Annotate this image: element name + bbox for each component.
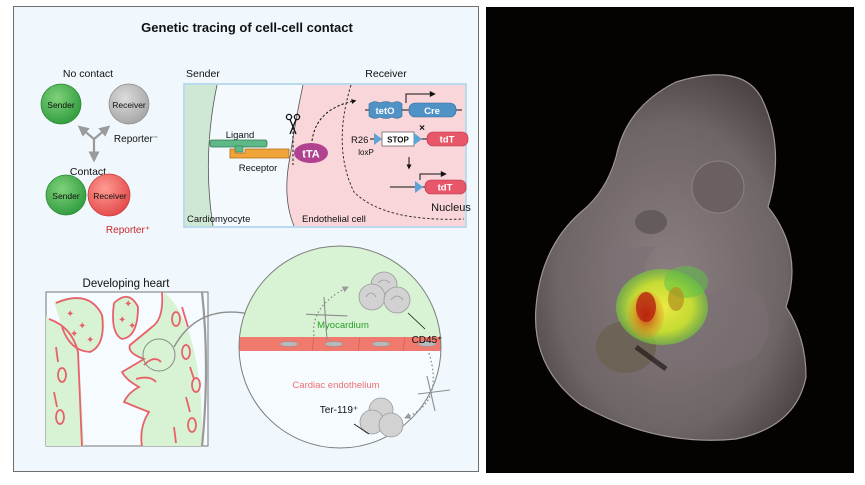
sender-cell-label: Sender (47, 100, 75, 110)
cd45-cells (358, 271, 411, 314)
figure-title: Genetic tracing of cell-cell contact (141, 20, 353, 35)
loxp-label: loxP (358, 148, 374, 157)
branch-arrow-icon (77, 125, 111, 163)
endothelial-region (286, 85, 465, 226)
svg-text:✦: ✦ (86, 335, 94, 346)
loxp-triangle-icon (374, 133, 382, 145)
cardiomyocyte-label: Cardiomyocyte (187, 214, 250, 225)
developing-heart: Developing heart (45, 278, 258, 447)
tdt-label-recombined: tdT (438, 183, 453, 194)
embryo-eye-region (691, 160, 745, 214)
embryo-photo-svg (486, 7, 854, 473)
endothelial-cell-label: Endothelial cell (302, 214, 366, 225)
zoom-region-circle (142, 338, 176, 372)
schematic-panel: Genetic tracing of cell-cell contact No … (13, 6, 479, 472)
blocked-cross-icon (305, 296, 348, 341)
sender-cell-contact (45, 174, 87, 216)
scissors-icon (285, 113, 301, 135)
tta-protein (294, 143, 328, 163)
loxp-triangle-icon (414, 133, 422, 145)
tta-label: tTA (302, 149, 320, 161)
receptor-label: Receptor (239, 163, 278, 174)
contact-schematic: No contact Sender Receiver Reporter⁻ Con… (40, 68, 158, 236)
developing-heart-title: Developing heart (83, 278, 171, 290)
nucleus-boundary (341, 84, 465, 220)
promoter-arrow-icon (405, 91, 436, 103)
mechanism-sender-label: Sender (186, 68, 220, 80)
tissue-detail-circle: CD45⁺ Myocardium Cardiac endothelium Ter… (238, 245, 451, 449)
mechanism-receiver-label: Receiver (365, 68, 407, 80)
teto-label: tetO (376, 106, 395, 117)
receptor-shape (229, 148, 290, 159)
receiver-cell-red (87, 173, 131, 217)
receiver-cell-gray (108, 83, 150, 125)
ter119-label: Ter-119⁺ (320, 405, 358, 416)
svg-text:✦: ✦ (128, 321, 136, 332)
cd45-label: CD45⁺ (412, 335, 443, 346)
mechanism-diagram: Sender Receiver Ligand Receptor tTA tetO (183, 68, 471, 228)
contact-label: Contact (70, 166, 106, 178)
r26-label: R26 (351, 135, 368, 146)
tdt-label: tdT (440, 135, 455, 146)
svg-text:✦: ✦ (70, 329, 78, 340)
receiver-cell-contact-label: Receiver (93, 191, 127, 201)
ter119-cells (359, 397, 404, 438)
cre-gene (408, 102, 457, 118)
sender-cell-contact-label: Sender (52, 191, 80, 201)
reporter-minus-label: Reporter⁻ (114, 134, 158, 145)
trabecular-star-icon: ✦ (66, 309, 74, 320)
cross-mark: × (419, 123, 425, 134)
svg-text:✦: ✦ (118, 315, 126, 326)
tdt-gene-recombined (424, 179, 467, 195)
reporter-plus-label: Reporter⁺ (106, 225, 150, 236)
svg-text:✦: ✦ (78, 321, 86, 332)
nucleus-label: Nucleus (431, 202, 471, 214)
tta-translocation-arrow (311, 99, 357, 142)
tdt-gene (426, 131, 469, 147)
cre-label: Cre (424, 106, 440, 117)
endothelium-label: Cardiac endothelium (292, 380, 379, 391)
schematic-svg: Genetic tracing of cell-cell contact No … (40, 20, 471, 449)
no-contact-label: No contact (63, 68, 113, 80)
teto-element (368, 101, 403, 119)
svg-text:✦: ✦ (124, 299, 132, 310)
blocked-cross-icon (417, 375, 451, 412)
fluorescent-heart (616, 266, 708, 345)
promoter-arrow-icon (419, 171, 447, 180)
sender-cell (40, 83, 82, 125)
receiver-cell-label: Receiver (112, 100, 146, 110)
embryo-photo (486, 7, 854, 473)
blocked-migration-arrow-icon (312, 286, 349, 337)
loxp-triangle-icon (415, 181, 423, 193)
ligand-label: Ligand (226, 130, 255, 141)
stop-label: STOP (387, 136, 409, 145)
myocardium-label: Myocardium (317, 320, 369, 331)
zoom-arrow-icon (173, 310, 258, 348)
